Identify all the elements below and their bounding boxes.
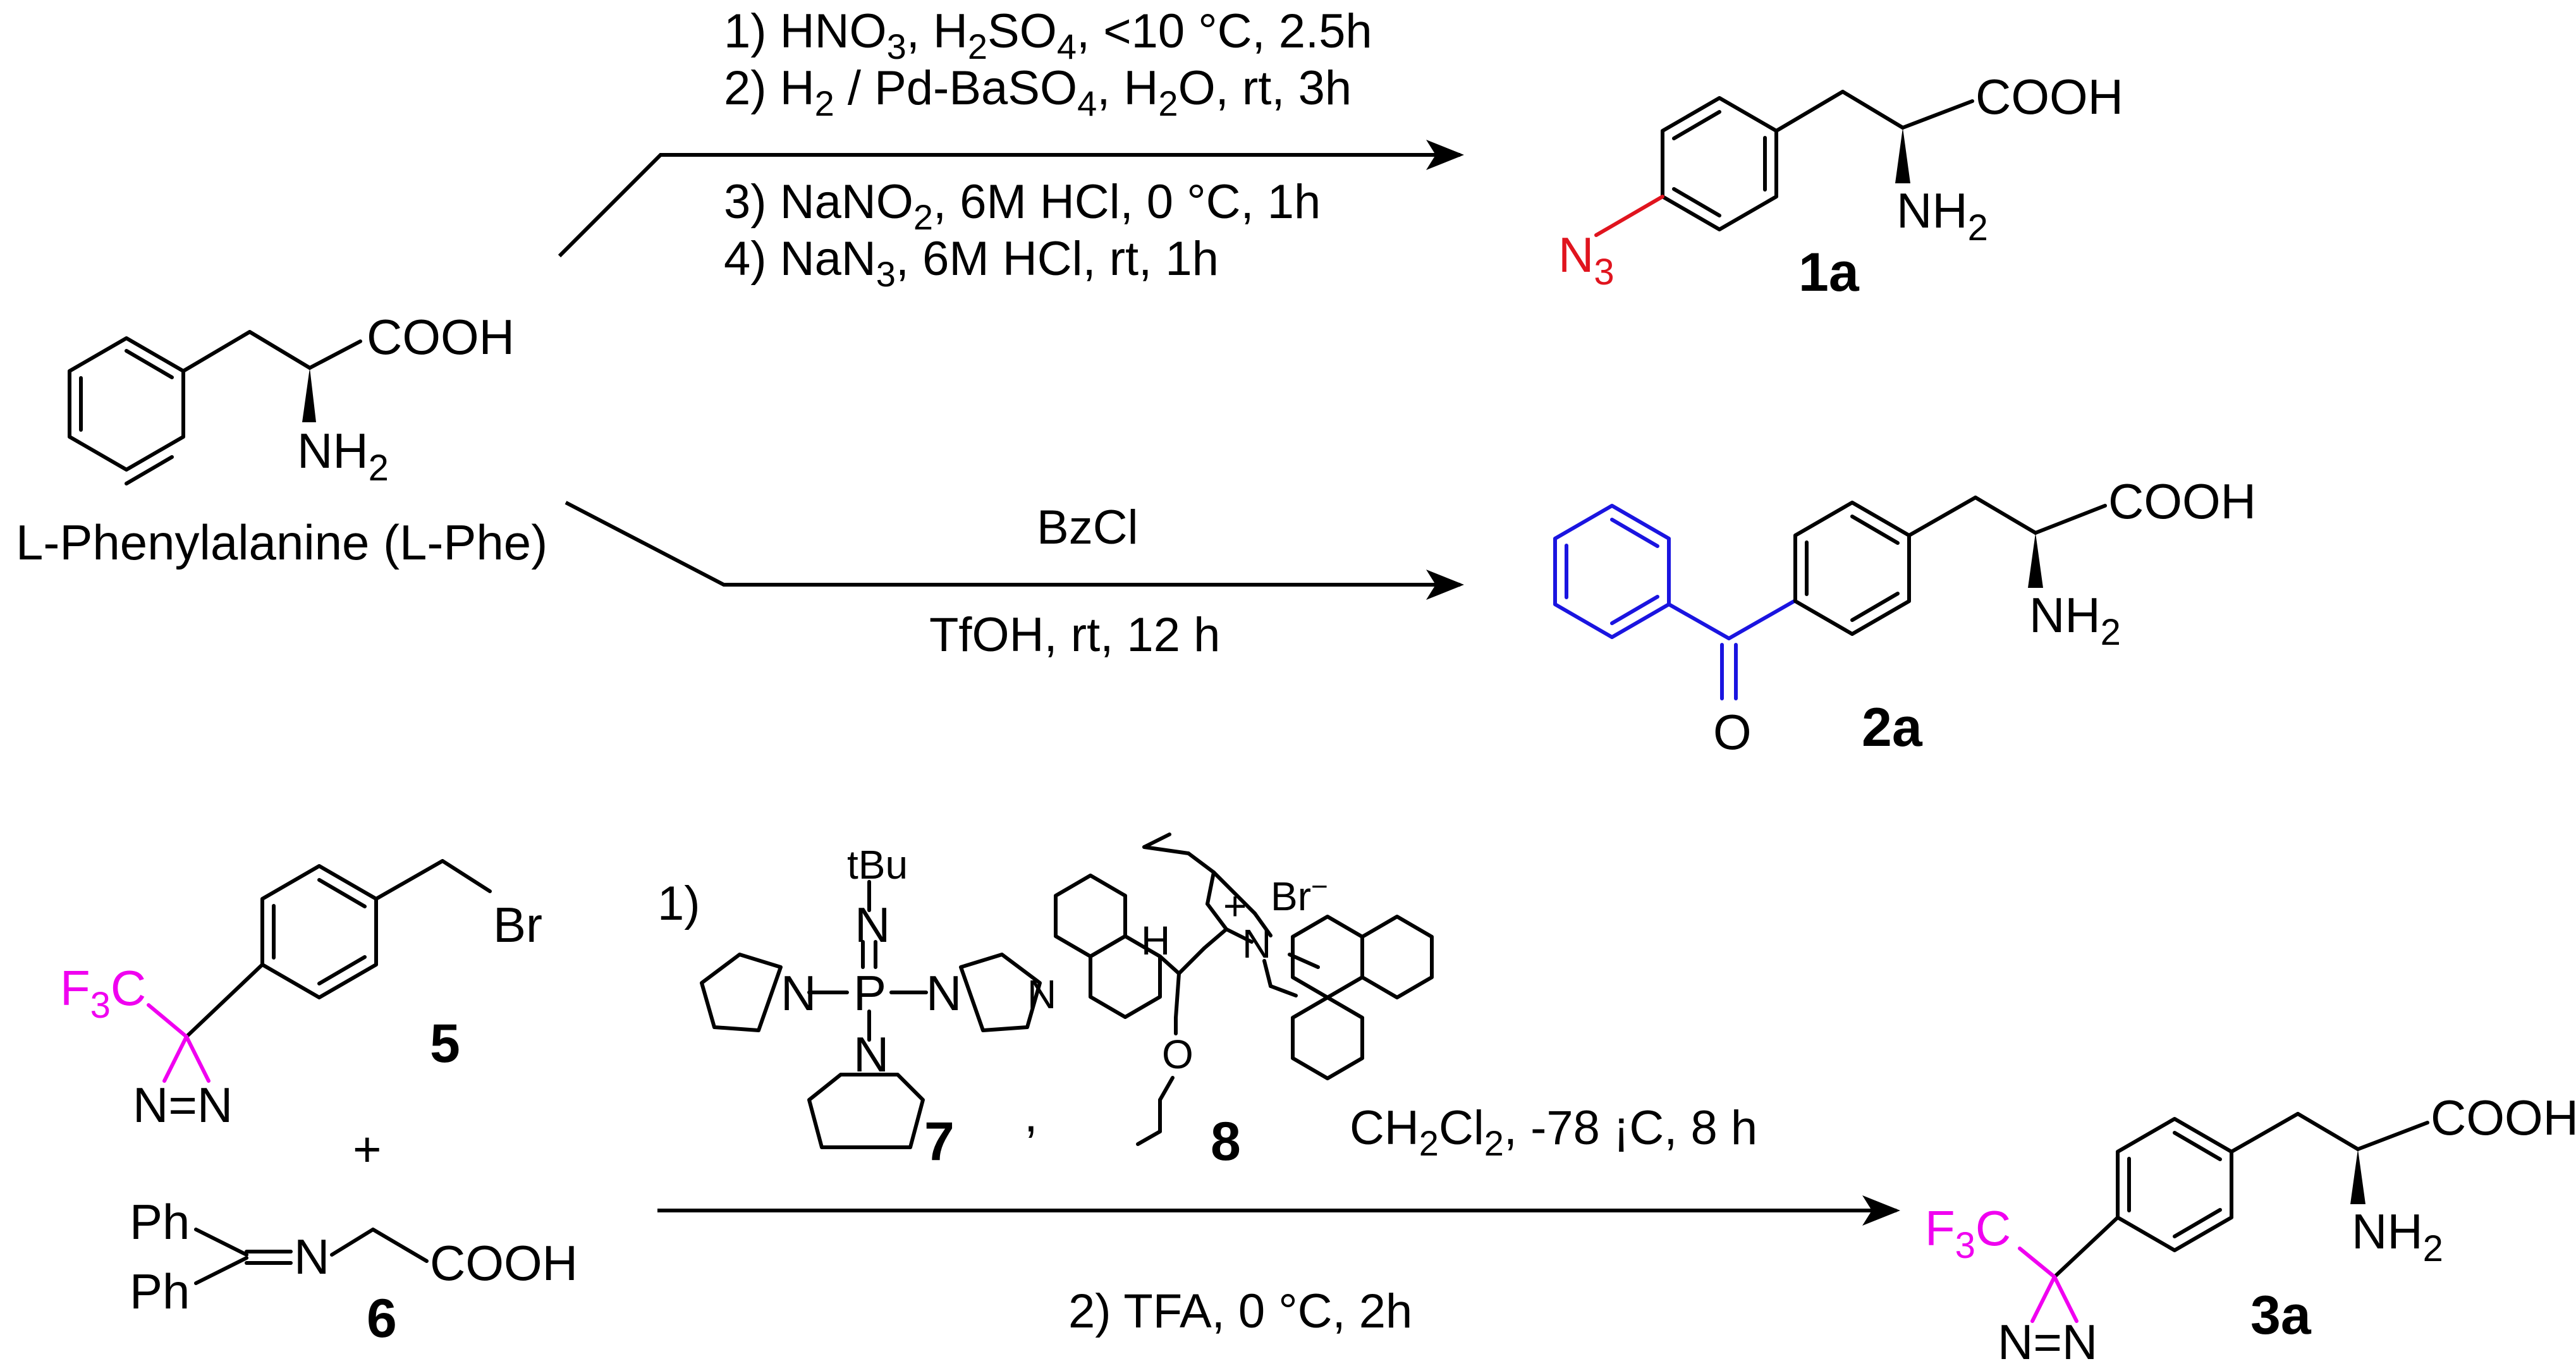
phosphorus-label: P (853, 965, 886, 1021)
product-2a-structure: COOH NH2 O 2a (1553, 473, 2256, 760)
plus-sign: + (353, 1121, 382, 1177)
ammonium-n-label: N (1242, 921, 1271, 967)
condition-step-4: 4) NaN3, 6M HCl, rt, 1h (724, 232, 1219, 294)
condition-step-3: 3) NaNO2, 6M HCl, 0 °C, 1h (724, 175, 1321, 237)
wedge-bond (302, 368, 316, 422)
imine-nitrogen-label: N (294, 1229, 329, 1284)
condition-step-1: 1) HNO3, H2SO4, <10 °C, 2.5h (724, 4, 1372, 66)
cf3-label: F3C (1925, 1200, 2011, 1266)
cf3-label: F3C (60, 960, 146, 1026)
compound-id-5: 5 (430, 1013, 460, 1074)
compound-id-1a: 1a (1798, 242, 1860, 303)
cooh-label: COOH (1975, 69, 2123, 125)
nh2-label: NH2 (1896, 183, 1988, 248)
pyrrolidine-n-left: N (781, 965, 816, 1021)
cooh-label: COOH (430, 1235, 578, 1291)
conditions-tfoh: TfOH, rt, 12 h (929, 608, 1220, 662)
compound-id-6: 6 (367, 1288, 397, 1349)
pyrrolidine-n-bottom: N (853, 1027, 889, 1082)
product-1a-structure: COOH NH2 N3 1a (1558, 69, 2123, 303)
compound-7-structure: tBu N P N N N 7 (700, 842, 1042, 1172)
step-1-label: 1) (657, 877, 700, 930)
phenyl-label-2: Ph (130, 1264, 190, 1319)
separator-comma: , (1024, 1087, 1038, 1142)
ether-o-label: O (1162, 1032, 1193, 1077)
compound-6-structure: Ph Ph N COOH 6 (130, 1194, 578, 1349)
imine-n-label: N (855, 897, 890, 953)
diazirine-label: N=N (133, 1077, 233, 1133)
compound-id-7: 7 (924, 1111, 955, 1172)
step-2-conditions: 2) TFA, 0 °C, 2h (1068, 1284, 1412, 1338)
compound-id-3a: 3a (2250, 1285, 2312, 1346)
pyrrolidine-n-right: N (926, 965, 961, 1021)
nh2-label: NH2 (297, 423, 389, 489)
bromide-label: Br− (1271, 870, 1328, 919)
compound-id-2a: 2a (1862, 697, 1923, 758)
wedge-bond (2028, 533, 2043, 588)
compound-8-structure: N H N + Br− O 8 (1027, 832, 1434, 1172)
compound-5-structure: Br F3C N=N 5 (60, 859, 542, 1133)
phenyl-label-1: Ph (130, 1194, 190, 1250)
azide-label: N3 (1558, 227, 1615, 293)
cooh-label: COOH (2431, 1090, 2576, 1145)
solvent-conditions: CH2Cl2, -78 ¡C, 8 h (1350, 1101, 1757, 1163)
quinoline-n-label: N (1027, 972, 1056, 1017)
nh2-label: NH2 (2352, 1204, 2443, 1269)
tbu-label: tBu (847, 842, 908, 887)
compound-id-8: 8 (1211, 1111, 1241, 1172)
hydrogen-label: H (1141, 918, 1170, 963)
compound-name-l-phe: L-Phenylalanine (L-Phe) (16, 515, 547, 570)
carbonyl-oxygen-label: O (1713, 704, 1752, 760)
wedge-bond (1895, 128, 1910, 183)
l-phenylalanine-structure: COOH NH2 L-Phenylalanine (L-Phe) (16, 309, 547, 570)
product-3a-structure: COOH NH2 F3C N=N 3a (1925, 1090, 2576, 1366)
cooh-label: COOH (367, 309, 515, 365)
cooh-label: COOH (2108, 473, 2256, 529)
wedge-bond (2350, 1149, 2365, 1204)
route-1-arrow (558, 140, 1464, 258)
route-2-arrow (565, 501, 1464, 600)
route-1-conditions: 1) HNO3, H2SO4, <10 °C, 2.5h 2) H2 / Pd-… (724, 4, 1372, 294)
positive-charge: + (1223, 883, 1247, 929)
condition-step-2: 2) H2 / Pd-BaSO4, H2O, rt, 3h (724, 61, 1352, 123)
diazirine-label: N=N (1998, 1314, 2097, 1366)
bromine-label: Br (493, 897, 542, 953)
nh2-label: NH2 (2029, 587, 2121, 653)
reagent-bzcl: BzCl (1037, 501, 1138, 554)
